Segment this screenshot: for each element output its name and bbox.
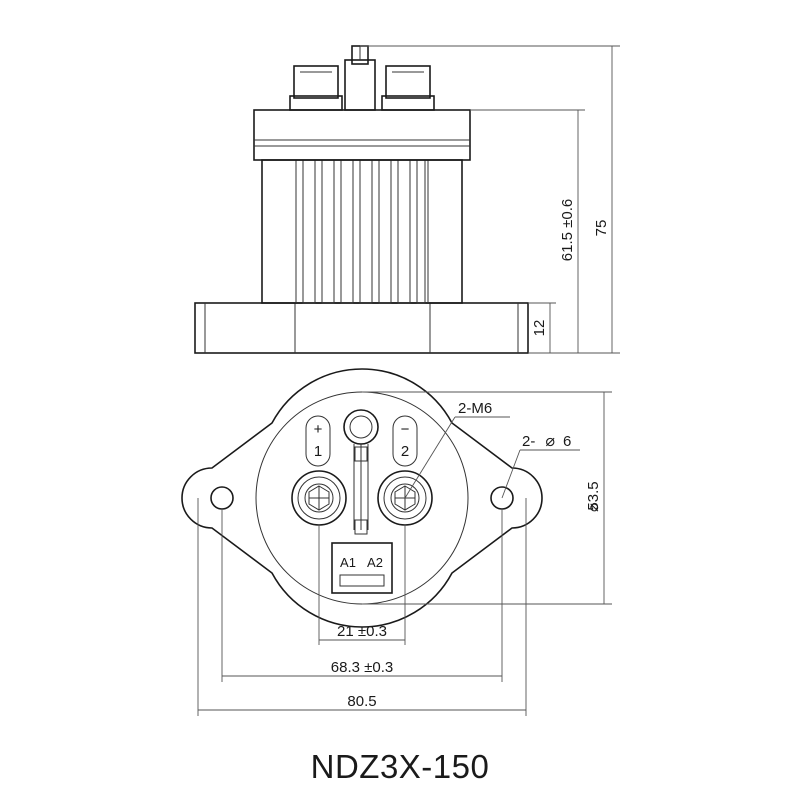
dim-body-height: 61.5 ±0.6 bbox=[559, 199, 576, 261]
side-body bbox=[261, 159, 463, 304]
side-flange bbox=[194, 302, 529, 354]
leader-thread bbox=[404, 416, 456, 499]
coil-lead-top bbox=[343, 409, 379, 535]
side-cap bbox=[253, 109, 471, 161]
model-title: NDZ3X-150 bbox=[310, 748, 490, 785]
label-hole-dia: 6 bbox=[563, 433, 571, 450]
dim-flange-height: 12 bbox=[531, 320, 548, 337]
side-terminal-left bbox=[289, 65, 343, 111]
label-thread: 2-M6 bbox=[458, 400, 492, 417]
diameter-symbol-icon: ⌀ bbox=[545, 431, 555, 450]
dim-hole-spacing: 68.3 ±0.3 bbox=[331, 659, 393, 676]
terminal-1-label: 1 bbox=[314, 443, 322, 460]
label-hole: 2- bbox=[522, 433, 535, 450]
side-terminal-right bbox=[381, 65, 435, 111]
mounting-hole-left bbox=[210, 486, 234, 510]
terminal-left bbox=[291, 470, 347, 526]
coil-connector-body bbox=[331, 542, 393, 594]
dim-flange-width: 80.5 bbox=[347, 693, 376, 710]
dim-total-height: 75 bbox=[593, 220, 610, 237]
dim-body-dia: 53.5 bbox=[585, 481, 602, 510]
terminal-right bbox=[377, 470, 433, 526]
top-body-circle bbox=[255, 391, 469, 605]
coil-a2-label: A2 bbox=[367, 555, 383, 570]
side-view: 75 61.5 ±0.6 12 bbox=[194, 45, 620, 354]
side-coil-lead bbox=[344, 45, 376, 111]
top-view: + 1 − 2 bbox=[181, 368, 612, 716]
terminal-minus-sign: − bbox=[401, 421, 410, 438]
dim-body-dia-symbol: ⌀ bbox=[585, 503, 602, 512]
coil-a1-label: A1 bbox=[340, 555, 356, 570]
cooling-fins bbox=[302, 159, 426, 304]
top-flange-outline bbox=[181, 368, 543, 628]
dim-terminal-spacing: 21 ±0.3 bbox=[337, 623, 387, 640]
terminal-pill-left bbox=[305, 415, 331, 467]
coil-connector: A1 A2 bbox=[331, 542, 393, 594]
terminal-pill-right bbox=[392, 415, 418, 467]
leader-hole bbox=[501, 449, 521, 499]
terminal-2-label: 2 bbox=[401, 443, 409, 460]
terminal-plus-sign: + bbox=[314, 421, 323, 438]
